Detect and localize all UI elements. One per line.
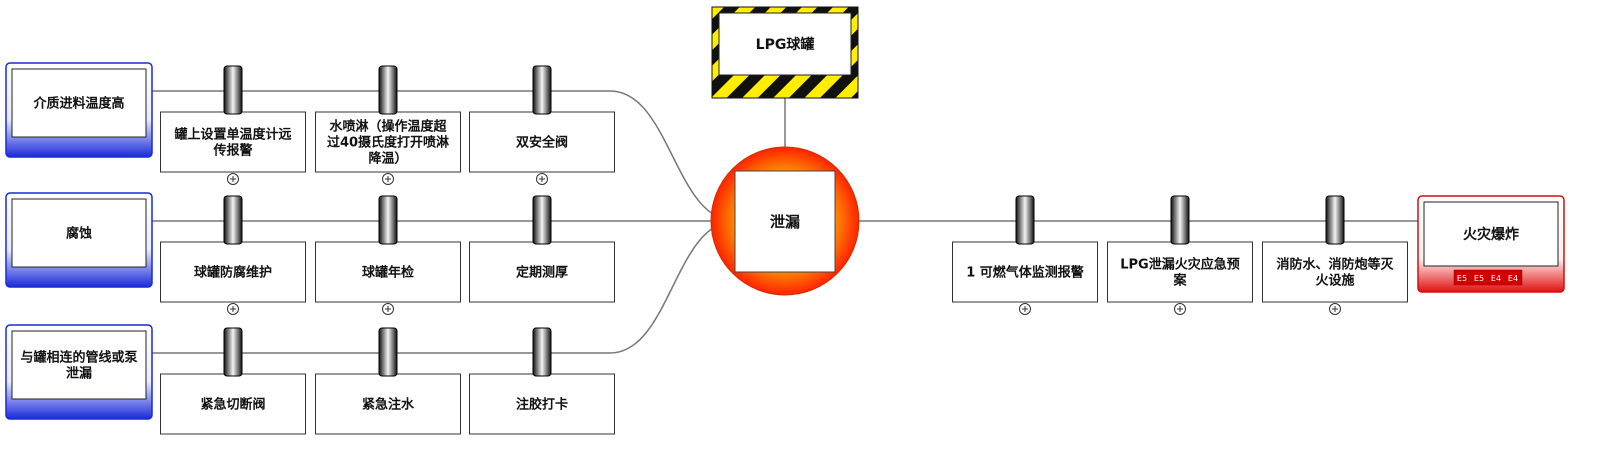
expand-plus-icon[interactable] bbox=[1329, 303, 1341, 315]
top-event[interactable]: 泄漏 bbox=[710, 146, 860, 296]
barrier-label: 罐上设置单温度计远 bbox=[173, 127, 291, 143]
barrier-label: 紧急注水 bbox=[362, 397, 415, 413]
hazard-label: LPG球罐 bbox=[756, 36, 815, 53]
risk-rating-label: E4 bbox=[1508, 274, 1518, 283]
threat-label: 泄漏 bbox=[66, 366, 92, 382]
expand-plus-icon[interactable] bbox=[382, 303, 394, 315]
expand-plus-icon[interactable] bbox=[227, 173, 239, 185]
threat-2[interactable]: 腐蚀 bbox=[5, 192, 153, 288]
barrier-label: 球罐年检 bbox=[362, 265, 414, 281]
barrier-label: 注胶打卡 bbox=[516, 397, 568, 413]
barrier-label: 水喷淋（操作温度超 bbox=[329, 119, 447, 135]
barrier[interactable]: 双安全阀 bbox=[469, 65, 615, 185]
barrier[interactable]: 球罐年检 bbox=[315, 195, 461, 315]
barrier-cap bbox=[223, 195, 243, 245]
barrier-cap bbox=[532, 327, 552, 377]
barrier-label: 传报警 bbox=[212, 143, 252, 159]
mitigation-barrier[interactable]: 1 可燃气体监测报警 bbox=[952, 195, 1098, 315]
expand-plus-icon[interactable] bbox=[227, 303, 239, 315]
barrier-cap bbox=[532, 195, 552, 245]
barrier[interactable]: 球罐防腐维护 bbox=[160, 195, 306, 315]
top-event-label: 泄漏 bbox=[770, 213, 800, 231]
threat-label: 与罐相连的管线或泵 bbox=[20, 350, 137, 366]
risk-rating-label: E5 bbox=[1457, 274, 1467, 283]
barrier-label: 过40摄氏度打开喷淋 bbox=[327, 135, 449, 151]
expand-plus-icon[interactable] bbox=[536, 173, 548, 185]
barrier-label: 紧急切断阀 bbox=[200, 397, 265, 413]
threat-1[interactable]: 介质进料温度高 bbox=[5, 62, 153, 158]
barrier-cap bbox=[1015, 195, 1035, 245]
barrier[interactable]: 注胶打卡 bbox=[469, 327, 615, 435]
barrier-label: 定期测厚 bbox=[515, 265, 568, 281]
barrier-label: 消防水、消防炮等灭 bbox=[1276, 257, 1394, 273]
barrier-cap bbox=[1170, 195, 1190, 245]
barrier-cap bbox=[1325, 195, 1345, 245]
barrier-cap bbox=[223, 65, 243, 115]
barrier-label: 1 可燃气体监测报警 bbox=[966, 265, 1084, 281]
barrier-cap bbox=[378, 327, 398, 377]
barrier[interactable]: 紧急切断阀 bbox=[160, 327, 306, 435]
barrier-cap bbox=[223, 327, 243, 377]
barrier-label: 双安全阀 bbox=[516, 135, 568, 151]
barrier-label: 火设施 bbox=[1315, 273, 1354, 289]
barrier-label: LPG泄漏火灾应急预 bbox=[1120, 257, 1239, 273]
expand-plus-icon[interactable] bbox=[1174, 303, 1186, 315]
barrier-label: 案 bbox=[1172, 273, 1187, 289]
risk-rating-label: E5 bbox=[1474, 274, 1484, 283]
barrier-label: 球罐防腐维护 bbox=[194, 265, 272, 281]
barrier[interactable]: 定期测厚 bbox=[469, 195, 615, 303]
barrier-label: 降温） bbox=[368, 151, 407, 167]
barrier-cap bbox=[378, 195, 398, 245]
expand-plus-icon[interactable] bbox=[1019, 303, 1031, 315]
threat-label: 介质进料温度高 bbox=[32, 96, 124, 112]
expand-plus-icon[interactable] bbox=[382, 173, 394, 185]
threat-label: 腐蚀 bbox=[66, 226, 92, 242]
barrier-cap bbox=[532, 65, 552, 115]
hazard-box[interactable]: LPG球罐 bbox=[711, 6, 859, 99]
barrier-cap bbox=[378, 65, 398, 115]
consequence-label: 火灾爆炸 bbox=[1463, 226, 1519, 243]
barrier[interactable]: 紧急注水 bbox=[315, 327, 461, 435]
consequence-box[interactable]: 火灾爆炸 E5 E5 E4 E4 bbox=[1417, 195, 1565, 293]
risk-rating-label: E4 bbox=[1491, 274, 1501, 283]
